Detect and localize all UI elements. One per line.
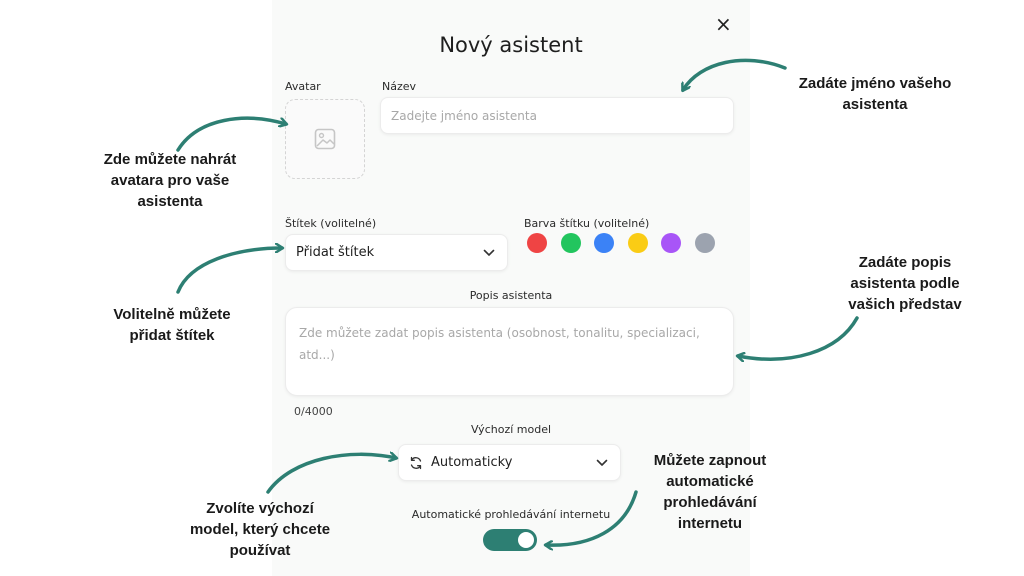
description-label: Popis asistenta xyxy=(469,289,553,302)
description-textarea[interactable]: Zde můžete zadat popis asistenta (osobno… xyxy=(285,307,734,396)
dialog-title: Nový asistent xyxy=(439,33,583,57)
name-placeholder: Zadejte jméno asistenta xyxy=(391,109,537,123)
arrow-internet xyxy=(546,490,638,545)
description-placeholder: Zde můžete zadat popis asistenta (osobno… xyxy=(299,326,700,362)
arrow-description xyxy=(738,316,859,359)
toggle-knob xyxy=(518,532,534,548)
tag-color-red[interactable] xyxy=(527,233,547,253)
arrow-tag xyxy=(176,248,282,294)
chevron-down-icon xyxy=(483,249,495,256)
char-count: 0/4000 xyxy=(294,405,333,418)
avatar-upload[interactable] xyxy=(285,99,365,179)
tag-color-blue[interactable] xyxy=(594,233,614,253)
tag-select-value: Přidat štítek xyxy=(296,245,375,260)
tag-label: Štítek (volitelné) xyxy=(285,217,377,230)
internet-search-label: Automatické prohledávání internetu xyxy=(411,508,611,521)
avatar-label: Avatar xyxy=(285,80,321,93)
arrow-model xyxy=(266,454,396,494)
tag-color-green[interactable] xyxy=(560,233,581,253)
tag-color-label: Barva štítku (volitelné) xyxy=(524,217,650,230)
name-label: Název xyxy=(382,80,417,93)
arrow-name xyxy=(683,58,787,90)
model-select[interactable]: Automaticky xyxy=(398,444,621,481)
tag-select[interactable]: Přidat štítek xyxy=(285,234,508,271)
tag-color-yellow[interactable] xyxy=(627,233,648,253)
model-select-value: Automaticky xyxy=(431,455,513,470)
refresh-icon xyxy=(410,456,422,470)
image-icon xyxy=(314,128,336,150)
chevron-down-icon xyxy=(596,459,608,466)
tag-color-purple[interactable] xyxy=(661,233,681,253)
model-label: Výchozí model xyxy=(470,423,552,436)
close-icon[interactable]: × xyxy=(715,12,732,36)
arrow-avatar xyxy=(176,116,286,152)
tag-color-gray[interactable] xyxy=(694,233,715,253)
name-input[interactable]: Zadejte jméno asistenta xyxy=(380,97,734,134)
internet-search-toggle[interactable] xyxy=(483,529,537,551)
